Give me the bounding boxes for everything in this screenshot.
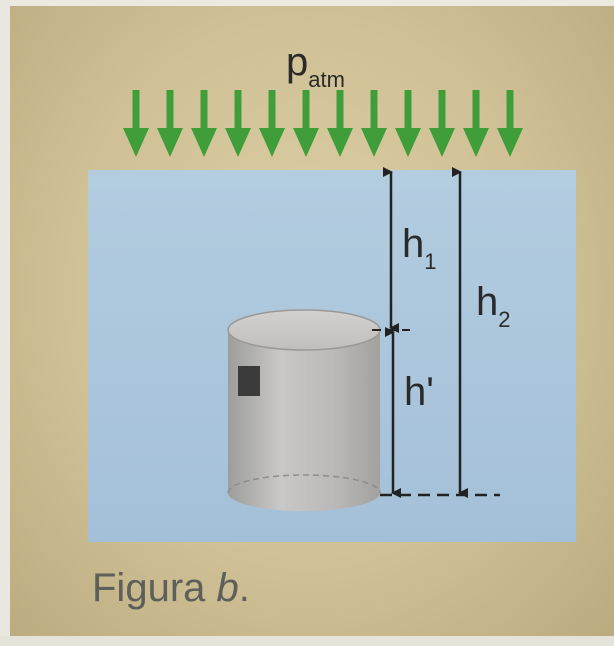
pressure-arrow-icon [395, 90, 421, 157]
h1-symbol: h [402, 222, 425, 266]
pressure-arrow-icon [225, 90, 251, 157]
photo-border-bottom [0, 636, 614, 646]
pressure-arrow-icon [429, 90, 455, 157]
pressure-subscript: atm [308, 67, 345, 92]
h2-subscript: 2 [498, 307, 511, 332]
photo-border-left [0, 0, 10, 646]
pressure-arrow-icon [497, 90, 523, 157]
atmospheric-pressure-label: patm [286, 40, 345, 92]
atmospheric-pressure-arrows [123, 90, 523, 157]
pressure-arrow-icon [259, 90, 285, 157]
photo-border-top [0, 0, 614, 6]
h-prime-label: h' [404, 370, 434, 414]
h2-label: h2 [476, 280, 511, 332]
caption-text: Figura [92, 566, 217, 610]
h2-symbol: h [476, 280, 499, 324]
pressure-arrow-icon [293, 90, 319, 157]
caption-trailing: . [238, 566, 250, 610]
pressure-arrow-icon [327, 90, 353, 157]
cylinder-window [238, 366, 260, 396]
pressure-arrow-icon [463, 90, 489, 157]
pressure-symbol: p [286, 40, 309, 84]
pressure-arrow-icon [361, 90, 387, 157]
figure-caption: Figura b. [92, 566, 250, 611]
pressure-arrow-icon [157, 90, 183, 157]
pressure-arrow-icon [123, 90, 149, 157]
submerged-cylinder [227, 309, 381, 511]
h1-subscript: 1 [424, 249, 437, 274]
h1-label: h1 [402, 222, 437, 274]
caption-italic-letter: b [216, 566, 239, 610]
pressure-arrow-icon [191, 90, 217, 157]
